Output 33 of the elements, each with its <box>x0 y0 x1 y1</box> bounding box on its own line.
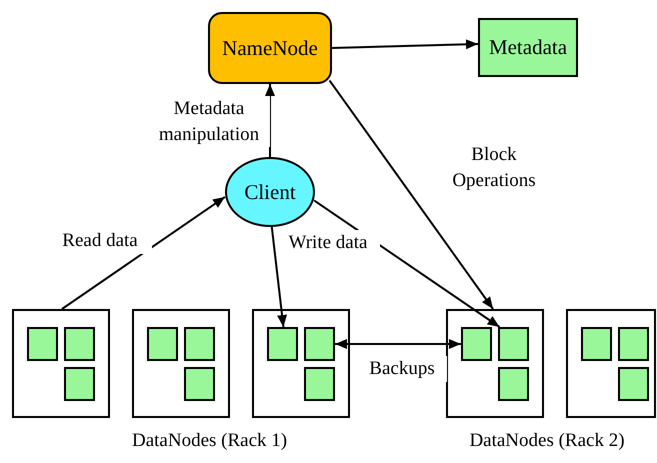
data-block <box>184 367 215 401</box>
datanode-box <box>446 309 544 418</box>
namenode-box <box>208 12 332 84</box>
data-block <box>184 327 215 361</box>
datanode-box <box>12 309 110 418</box>
arrow <box>332 39 478 50</box>
data-block <box>498 367 529 401</box>
data-block <box>64 327 95 361</box>
arrow <box>61 196 226 310</box>
node-label: Metadata <box>488 35 568 60</box>
node-label: Client <box>244 180 296 204</box>
datanode-box <box>132 309 230 418</box>
node-label: NameNode <box>222 36 318 60</box>
arrow <box>314 200 500 328</box>
data-block <box>64 367 95 401</box>
arrow <box>270 226 287 328</box>
data-block <box>498 327 529 361</box>
data-block <box>618 327 649 361</box>
data-block <box>267 327 298 361</box>
data-block <box>304 327 335 361</box>
datanode-box <box>252 309 350 418</box>
data-block <box>461 327 492 361</box>
data-block <box>581 327 612 361</box>
arrow <box>265 84 275 157</box>
arrow <box>335 339 461 349</box>
data-block <box>618 367 649 401</box>
data-block <box>147 327 178 361</box>
arrow <box>328 80 494 310</box>
datanode-box <box>566 309 656 418</box>
data-block <box>27 327 58 361</box>
metadata-box <box>478 18 578 77</box>
edge-label: Write data <box>276 230 380 256</box>
data-block <box>304 367 335 401</box>
